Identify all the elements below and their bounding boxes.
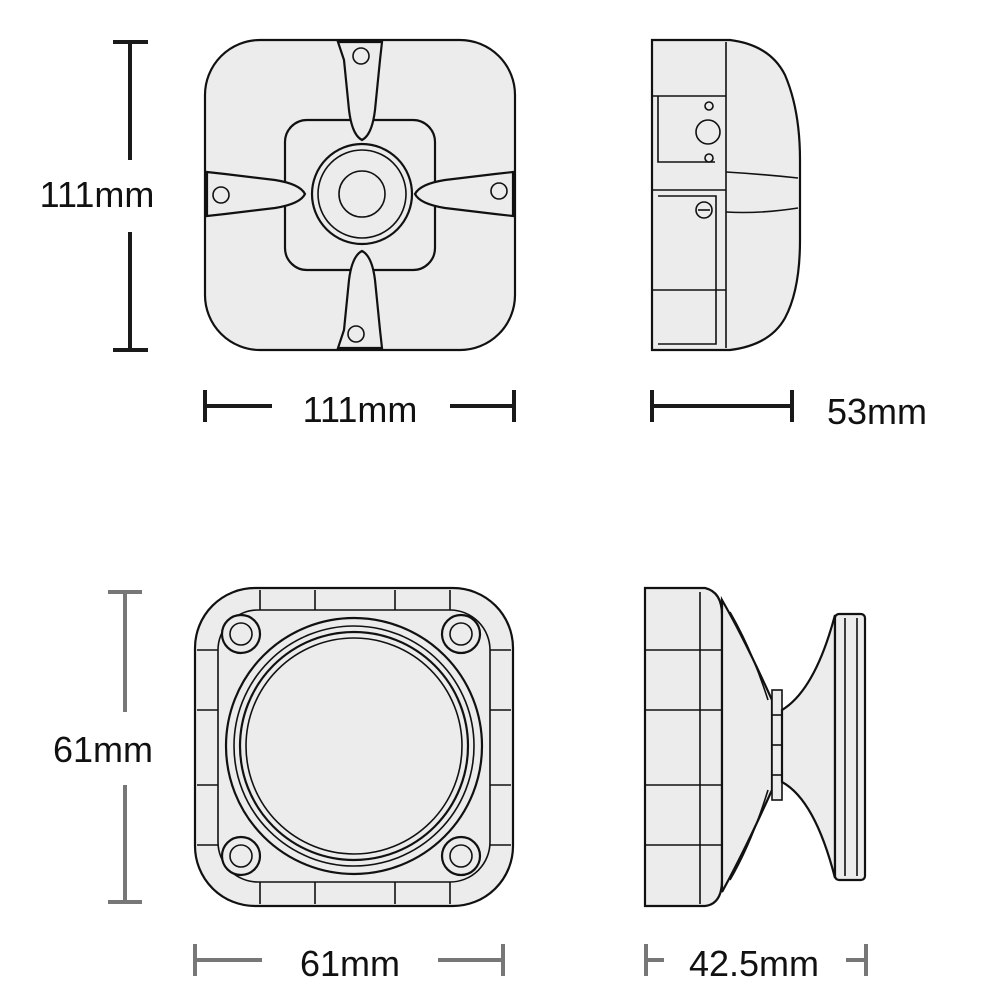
dimension-label-top-front-width: 111mm xyxy=(303,389,418,430)
siren-side-view xyxy=(643,586,867,908)
junction-box-side-view xyxy=(650,38,802,352)
siren-front-view xyxy=(193,586,515,908)
dimension-line-bottom-front-height xyxy=(108,590,142,904)
dimension-line-bottom-side-depth xyxy=(644,944,868,976)
dimension-label-top-front-height: 111mm xyxy=(40,174,155,215)
dimension-label-bottom-side-depth: 42.5mm xyxy=(689,943,819,984)
dimension-label-bottom-front-width: 61mm xyxy=(300,943,400,984)
dimension-label-bottom-front-height: 61mm xyxy=(53,729,153,770)
dimension-label-top-side-depth: 53mm xyxy=(827,391,927,432)
dimension-line-top-front-width xyxy=(203,390,516,422)
dimension-line-top-side-depth xyxy=(650,390,794,422)
dimension-line-bottom-front-width xyxy=(193,944,505,976)
junction-box-front-view xyxy=(203,38,517,352)
dimension-line-top-front-height xyxy=(113,40,148,352)
